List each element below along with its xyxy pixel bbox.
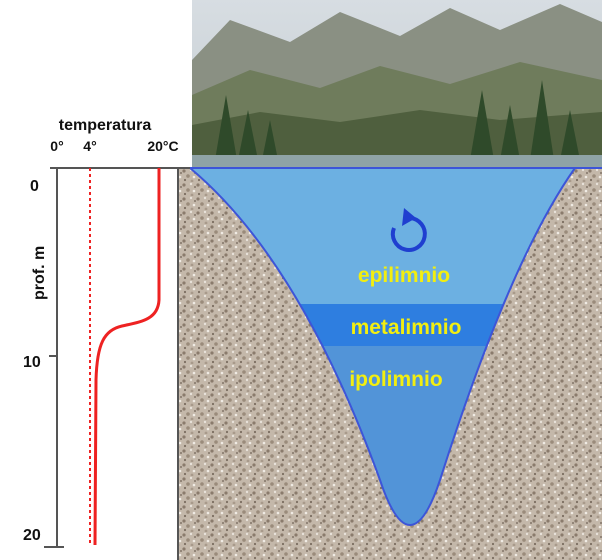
basin-outline bbox=[189, 167, 576, 526]
temperature-curve bbox=[93, 168, 161, 546]
circular-arrow-icon bbox=[390, 208, 427, 252]
hypolimnion-label: ipolimnio bbox=[349, 368, 442, 391]
epilimnion-label: epilimnio bbox=[358, 264, 450, 287]
temperature-tick-0: 0° bbox=[50, 138, 63, 154]
temperature-tick-4: 4° bbox=[83, 138, 96, 154]
temperature-profile-chart: temperatura 0° 4° 20°C 0 10 20 prof. m bbox=[23, 117, 190, 560]
depth-tick-20: 20 bbox=[23, 527, 41, 544]
landscape-background bbox=[192, 0, 602, 168]
temperature-axis-title: temperatura bbox=[59, 117, 152, 134]
depth-tick-0: 0 bbox=[30, 178, 39, 195]
depth-tick-10: 10 bbox=[23, 354, 41, 371]
depth-axis-title: prof. m bbox=[31, 246, 48, 300]
metalimnion-label: metalimnio bbox=[351, 316, 462, 339]
temperature-tick-20: 20°C bbox=[147, 138, 178, 154]
